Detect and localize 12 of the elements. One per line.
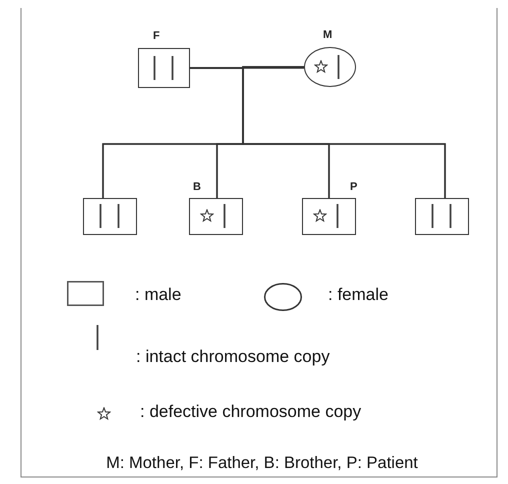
person-label: F [153, 30, 160, 42]
abbreviation-note: M: Mother, F: Father, B: Brother, P: Patient [105, 454, 419, 473]
legend-text: : defective chromosome copy [140, 402, 362, 422]
male-box [83, 198, 137, 235]
male-box [415, 198, 469, 235]
person-label: M [323, 29, 332, 41]
pedigree-line [242, 66, 446, 198]
legend-text: : intact chromosome copy [136, 347, 330, 367]
legend-text: : male [135, 285, 182, 305]
person-label: P [350, 181, 358, 193]
legend-text: : female [328, 285, 388, 305]
person-label: B [193, 181, 201, 193]
